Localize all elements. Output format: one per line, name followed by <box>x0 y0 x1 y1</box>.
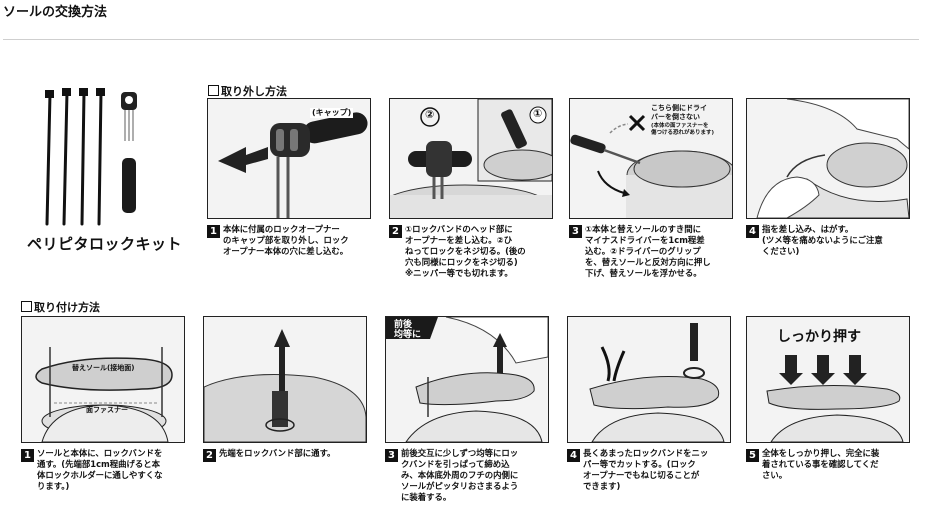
step-number: 3 <box>385 449 398 462</box>
press-callout: しっかり押す <box>777 329 861 345</box>
step-number: 4 <box>567 449 580 462</box>
checkbox-icon <box>208 85 219 96</box>
removal-step-2: 2 ①ロックバンドのヘッド部に オープナーを差し込む。②ひ ねってロックをネジ切… <box>389 224 559 279</box>
removal-step-2-image: ② ① <box>389 98 553 219</box>
even-callout: 前後 均等に <box>394 320 422 340</box>
step-number: 2 <box>203 449 216 462</box>
install-step-5: 5 全体をしっかり押し、完全に装 着されている事を確認してくだ さい。 <box>746 448 922 481</box>
install-step-2-image <box>203 316 367 443</box>
install-step-3: 3 前後交互に少しずつ均等にロッ クバンドを引っぱって締め込 み、本体底外周のフ… <box>385 448 557 503</box>
install-step-4-image <box>567 316 731 443</box>
removal-step-3: 3 ①本体と替えソールのすき間に マイナスドライバーを1cm程差 込む。②ドライ… <box>569 224 741 279</box>
install-step-1: 1 ソールと本体に、ロックバンドを 通す。(先端部1cm程曲げると本 体ロックホ… <box>21 448 193 492</box>
removal-step-1: 1 本体に付属のロックオープナー のキャップ部を取り外し、ロック オープナー本体… <box>207 224 377 257</box>
step-text: 前後交互に少しずつ均等にロッ クバンドを引っぱって締め込 み、本体底外周のフチの… <box>401 448 519 502</box>
checkbox-icon <box>21 301 32 312</box>
kit-label: ペリピタロックキット <box>27 235 183 253</box>
step-text: 指を差し込み、はがす。 (ツメ等を痛めないようにご注意 ください) <box>762 224 883 256</box>
install-step-3-image: 前後 均等に <box>385 316 549 443</box>
install-step-5-image: しっかり押す <box>746 316 910 443</box>
removal-step-3-image: こちら側にドライ バーを倒さない (本体の面ファスナーを 傷つける恐れがあります… <box>569 98 733 219</box>
step-number: 2 <box>389 225 402 238</box>
step-number: 4 <box>746 225 759 238</box>
step-text: 全体をしっかり押し、完全に装 着されている事を確認してくだ さい。 <box>762 448 880 480</box>
divider <box>3 39 919 40</box>
kit-illustration <box>32 86 152 228</box>
step-text: 先端をロックバンド部に通す。 <box>219 448 336 458</box>
removal-step-1-image: (キャップ) <box>207 98 371 219</box>
removal-step-4: 4 指を差し込み、はがす。 (ツメ等を痛めないようにご注意 ください) <box>746 224 922 257</box>
fastener-callout: 面ファスナー <box>86 406 128 414</box>
step-number: 5 <box>746 449 759 462</box>
step-number: 3 <box>569 225 582 238</box>
step-number: 1 <box>207 225 220 238</box>
kit-image <box>45 88 137 226</box>
driver-note: こちら側にドライ バーを倒さない <box>651 104 707 121</box>
install-step-1-image: 替えソール(接地面) 面ファスナー <box>21 316 185 443</box>
removal-heading: 取り外し方法 <box>208 83 287 99</box>
step-text: ①ロックバンドのヘッド部に オープナーを差し込む。②ひ ねってロックをネジ切る。… <box>405 224 526 278</box>
cap-callout: (キャップ) <box>310 108 354 118</box>
removal-step-4-image <box>746 98 910 219</box>
sole-callout: 替えソール(接地面) <box>72 364 135 372</box>
circle-1-label: ① <box>533 107 543 120</box>
install-heading: 取り付け方法 <box>21 299 100 315</box>
step-number: 1 <box>21 449 34 462</box>
install-step-2: 2 先端をロックバンド部に通す。 <box>203 448 375 462</box>
install-step-4: 4 長くあまったロックバンドをニッ パー等でカットする。(ロック オープナーでも… <box>567 448 739 492</box>
page-title: ソールの交換方法 <box>3 5 108 20</box>
circle-2-label: ② <box>425 108 435 121</box>
step-text: 長くあまったロックバンドをニッ パー等でカットする。(ロック オープナーでもねじ… <box>583 448 709 491</box>
step-text: ソールと本体に、ロックバンドを 通す。(先端部1cm程曲げると本 体ロックホルダ… <box>37 448 163 491</box>
driver-note-small: (本体の面ファスナーを 傷つける恐れがあります) <box>651 123 715 136</box>
step-text: ①本体と替えソールのすき間に マイナスドライバーを1cm程差 込む。②ドライバー… <box>585 224 711 278</box>
step-text: 本体に付属のロックオープナー のキャップ部を取り外し、ロック オープナー本体の穴… <box>223 224 349 256</box>
